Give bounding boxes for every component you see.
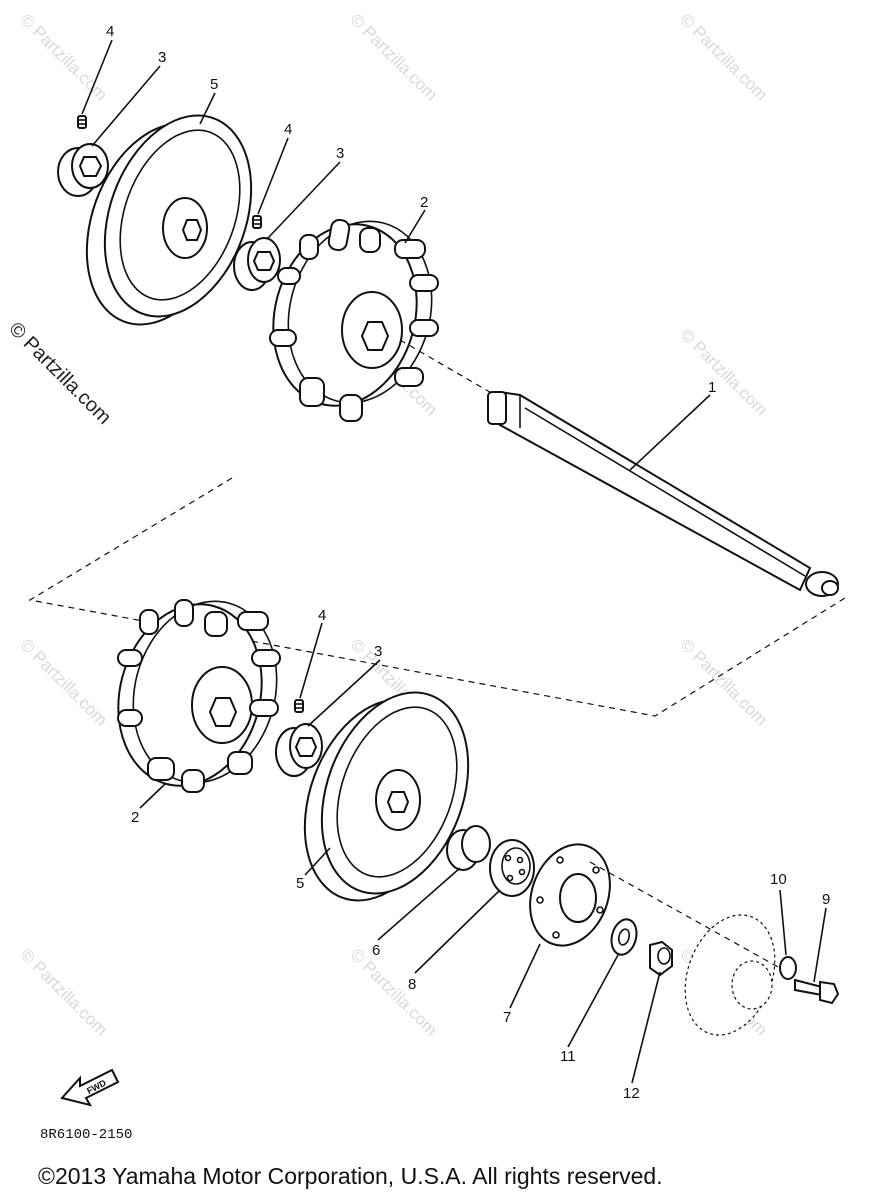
drive-shaft <box>487 390 839 597</box>
callout-6: 6 <box>372 942 380 959</box>
sprocket-bottom <box>117 599 281 793</box>
bearing <box>489 839 535 897</box>
diagram-code: 8R6100-2150 <box>40 1127 133 1143</box>
forward-arrow-icon: FWD <box>60 1068 120 1107</box>
hub <box>684 914 776 1036</box>
callout-10: 10 <box>770 871 787 888</box>
callout-3: 3 <box>336 145 344 162</box>
callout-5: 5 <box>296 875 304 892</box>
callout-4: 4 <box>106 23 114 40</box>
callout-2: 2 <box>420 194 428 211</box>
bolt <box>794 978 840 1005</box>
callout-2: 2 <box>131 809 139 826</box>
callout-8: 8 <box>408 976 416 993</box>
leader-lines <box>81 39 827 1084</box>
collar-top-mid <box>233 237 281 291</box>
set-screw-top-left <box>77 115 87 129</box>
callout-9: 9 <box>822 891 830 908</box>
callout-4: 4 <box>284 121 292 138</box>
flange-plate <box>529 843 611 947</box>
set-screw-top-mid <box>252 215 262 229</box>
spacer <box>446 825 491 871</box>
collar-bottom <box>275 723 323 777</box>
idler-wheel-top <box>85 114 253 326</box>
callout-12: 12 <box>623 1085 640 1102</box>
nut <box>649 940 673 977</box>
callout-7: 7 <box>503 1009 511 1026</box>
collar-top-left <box>57 143 109 197</box>
callout-3: 3 <box>374 643 382 660</box>
callout-5: 5 <box>210 76 218 93</box>
sprocket-top <box>269 218 439 422</box>
callout-1: 1 <box>708 379 716 396</box>
callout-3: 3 <box>158 49 166 66</box>
copyright-notice: ©2013 Yamaha Motor Corporation, U.S.A. A… <box>38 1163 663 1189</box>
set-screw-bottom <box>294 699 304 713</box>
washer <box>610 918 638 956</box>
idler-wheel-bottom <box>303 691 470 902</box>
lock-washer <box>779 956 797 980</box>
callout-11: 11 <box>560 1048 576 1065</box>
callout-4: 4 <box>318 607 326 624</box>
